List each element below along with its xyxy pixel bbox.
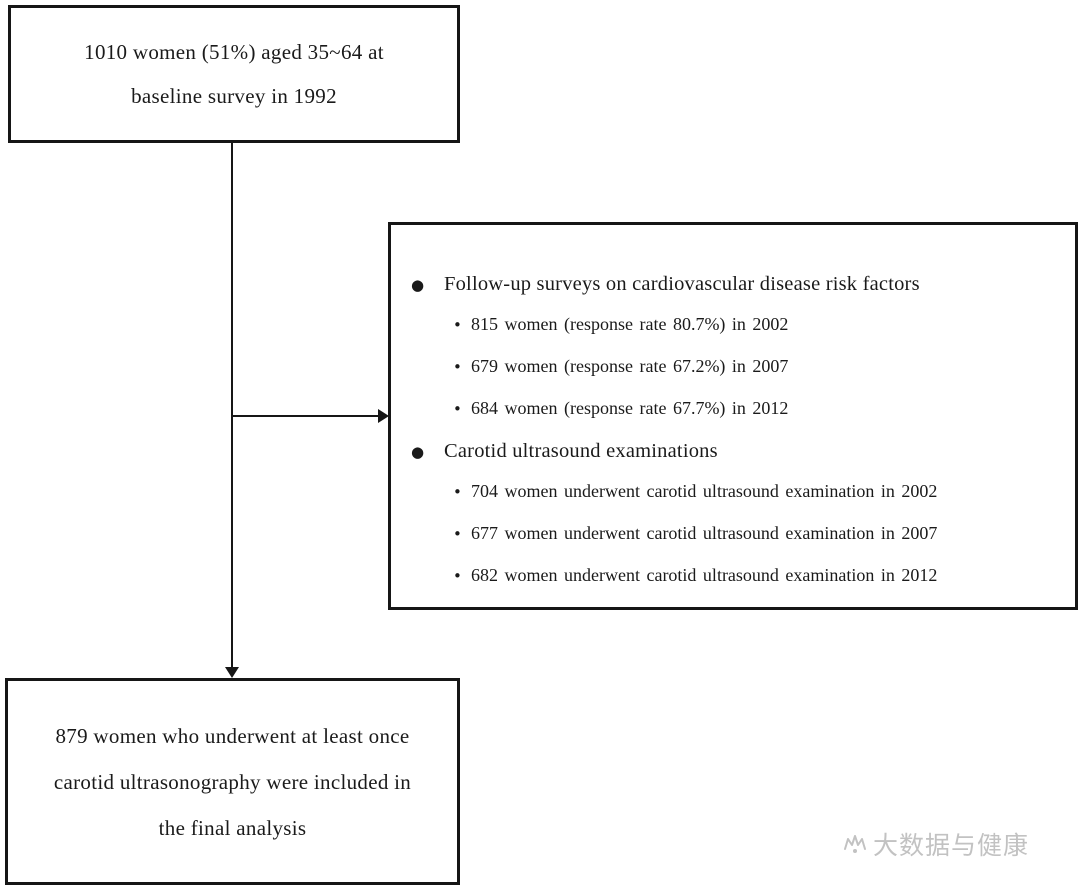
bullet-small-icon: •: [453, 483, 462, 501]
down-arrowhead-icon: [225, 667, 239, 678]
followup-surveys-header-label: Follow-up surveys on cardiovascular dise…: [444, 273, 920, 295]
bullet-small-icon: •: [453, 358, 462, 376]
bullet-small-icon: •: [453, 525, 462, 543]
list-item: • 677 women underwent carotid ultrasound…: [453, 519, 1059, 548]
bullet-large-icon: ●: [411, 276, 425, 294]
ultrasound-2007-label: 677 women underwent carotid ultrasound e…: [471, 523, 938, 543]
survey-2002-label: 815 women (response rate 80.7%) in 2002: [471, 314, 789, 334]
followup-details-box: ● Follow-up surveys on cardiovascular di…: [388, 222, 1078, 610]
final-analysis-line-3: the final analysis: [158, 815, 307, 840]
list-item: • 679 women (response rate 67.2%) in 200…: [453, 352, 1059, 381]
list-item: • 684 women (response rate 67.7%) in 201…: [453, 394, 1059, 423]
horizontal-connector-line: [231, 415, 378, 417]
ultrasound-exams-header-label: Carotid ultrasound examinations: [444, 440, 718, 462]
watermark-text: 大数据与健康: [873, 831, 1030, 860]
ultrasound-2002-label: 704 women underwent carotid ultrasound e…: [471, 481, 938, 501]
watermark-logo-icon: [842, 832, 868, 856]
list-item: • 682 women underwent carotid ultrasound…: [453, 561, 1059, 590]
final-analysis-line-2: carotid ultrasonography were included in: [53, 769, 412, 794]
watermark: 大数据与健康: [842, 826, 1029, 862]
list-item: • 704 women underwent carotid ultrasound…: [453, 477, 1059, 506]
survey-2007-label: 679 women (response rate 67.2%) in 2007: [471, 356, 789, 376]
bullet-small-icon: •: [453, 400, 462, 418]
right-arrowhead-icon: [378, 409, 389, 423]
bullet-large-icon: ●: [411, 443, 425, 461]
ultrasound-2012-label: 682 women underwent carotid ultrasound e…: [471, 565, 938, 585]
survey-2012-label: 684 women (response rate 67.7%) in 2012: [471, 398, 789, 418]
bullet-small-icon: •: [453, 567, 462, 585]
bullet-small-icon: •: [453, 316, 462, 334]
final-analysis-box: 879 women who underwent at least once ca…: [5, 678, 460, 885]
ultrasound-exams-header: ● Carotid ultrasound examinations: [411, 436, 1059, 467]
list-item: • 815 women (response rate 80.7%) in 200…: [453, 310, 1059, 339]
final-analysis-line-1: 879 women who underwent at least once: [55, 723, 410, 748]
baseline-survey-box: 1010 women (51%) aged 35~64 at baseline …: [8, 5, 460, 143]
baseline-line-2: baseline survey in 1992: [131, 84, 337, 108]
baseline-line-1: 1010 women (51%) aged 35~64 at: [84, 40, 384, 64]
vertical-connector-line: [231, 143, 233, 668]
followup-surveys-header: ● Follow-up surveys on cardiovascular di…: [411, 269, 1059, 300]
